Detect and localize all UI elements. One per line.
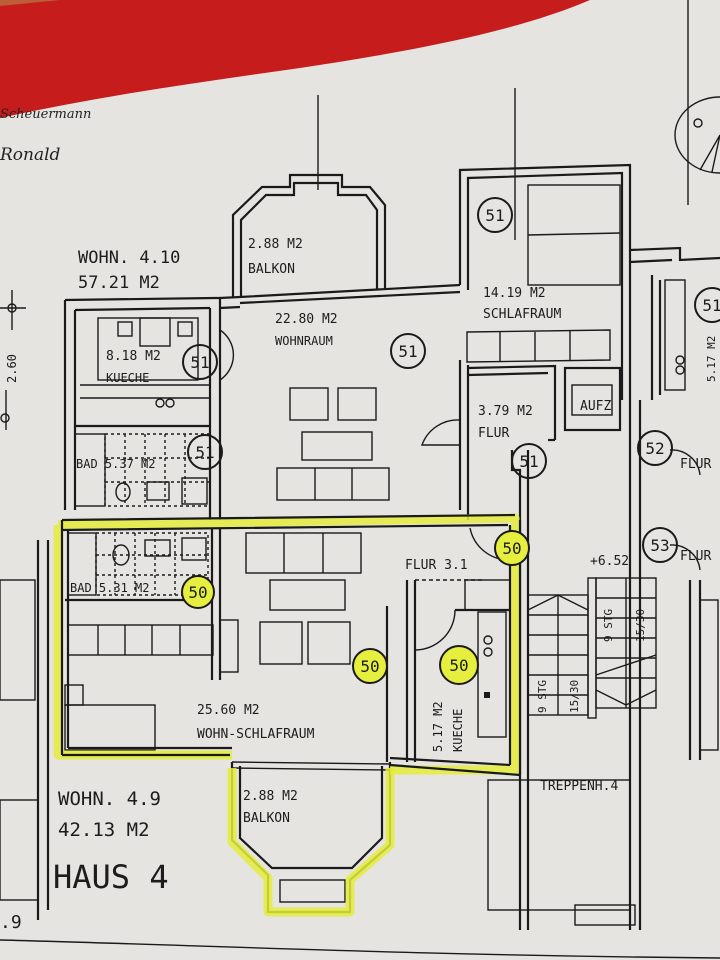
axis-marks-left: [0, 290, 26, 430]
flur-top-area: 3.79 M2: [478, 404, 533, 419]
svg-text:53: 53: [650, 536, 669, 555]
balkon-lower-area: 2.88 M2: [243, 789, 298, 804]
right-flur-1: FLUR: [680, 457, 711, 472]
marker-50: 50: [181, 575, 215, 609]
flur-lower-label: FLUR 3.1: [405, 558, 468, 573]
svg-text:52: 52: [645, 439, 664, 458]
marker-50: 50: [494, 530, 530, 566]
page-edge: [0, 939, 720, 959]
svg-text:50: 50: [502, 539, 521, 558]
aufzug-label: AUFZ: [580, 399, 611, 414]
svg-text:51: 51: [519, 452, 538, 471]
spiral-stair: [674, 96, 720, 174]
svg-text:51: 51: [195, 443, 214, 462]
level-label: +6.52: [590, 554, 629, 569]
highlight-unit-4-9: [53, 513, 522, 917]
house-label: HAUS 4: [53, 858, 169, 896]
svg-text:51: 51: [190, 353, 209, 372]
wohnraum-area: 22.80 M2: [275, 312, 338, 327]
marker-51: 51: [511, 443, 547, 479]
svg-text:51: 51: [485, 206, 504, 225]
door-markers: 51 51 51 51 51 51 52 53 50 50 50 50: [181, 197, 720, 685]
unit-4-10-area: 57.21 M2: [78, 273, 160, 293]
unit-4-9: [0, 527, 511, 920]
unit-4-9-area: 42.13 M2: [58, 819, 150, 841]
marker-51: 51: [390, 333, 426, 369]
marker-52: 52: [637, 430, 673, 466]
balkon-lower-name: BALKON: [243, 811, 290, 826]
stairs-left-steps: 9 STG: [536, 680, 549, 713]
schlafraum-area: 14.19 M2: [483, 286, 546, 301]
svg-text:50: 50: [449, 656, 468, 675]
svg-text:51: 51: [398, 342, 417, 361]
neighbor-right: [628, 246, 720, 930]
stairs-left-ratio: 15/30: [568, 680, 581, 713]
kueche-top-area: 8.18 M2: [106, 349, 161, 364]
bad-top-label: BAD 5.37 M2: [76, 457, 155, 471]
dimension-label: 2.60: [5, 354, 19, 383]
marker-51: 51: [694, 287, 720, 323]
handwritten-name-1: Scheuermann: [0, 107, 91, 122]
balkon-top-name: BALKON: [248, 262, 295, 277]
marker-53: 53: [642, 527, 678, 563]
schlafraum-name: SCHLAFRAUM: [483, 307, 561, 322]
marker-51: 51: [477, 197, 513, 233]
marker-50: 50: [439, 645, 479, 685]
wohn-schlafraum-area: 25.60 M2: [197, 703, 260, 718]
treppenhaus-label: TREPPENH.4: [540, 779, 618, 794]
marker-50: 50: [352, 648, 388, 684]
stairs-right-steps: 9 STG: [602, 609, 615, 642]
right-kueche-area: 5.17 M2: [705, 336, 718, 382]
marker-51: 51: [182, 344, 218, 380]
wohn-schlafraum-name: WOHN-SCHLAFRAUM: [197, 727, 315, 742]
unit-4-9-name: WOHN. 4.9: [58, 788, 161, 810]
bottom-dimension-label: .9: [0, 912, 22, 933]
wohnraum-name: WOHNRAUM: [275, 334, 333, 348]
handwritten-name-2: Ronald: [0, 145, 61, 165]
svg-text:50: 50: [188, 583, 207, 602]
bad-lower-label: BAD 5.31 M2: [70, 581, 149, 595]
svg-text:50: 50: [360, 657, 379, 676]
flur-top-name: FLUR: [478, 426, 509, 441]
right-flur-2: FLUR: [680, 549, 711, 564]
stairs-right-ratio: 15/30: [634, 609, 647, 642]
red-folder: [0, 0, 590, 118]
folder-edge: [0, 0, 60, 6]
staircase: [487, 577, 657, 930]
kueche-top-name: KUECHE: [106, 371, 149, 385]
balkon-top-area: 2.88 M2: [248, 237, 303, 252]
marker-51: 51: [187, 434, 223, 470]
kueche-lower-area: 5.17 M2: [431, 701, 445, 752]
kueche-lower-name: KUECHE: [451, 709, 465, 752]
svg-text:51: 51: [702, 296, 720, 315]
unit-4-10-name: WOHN. 4.10: [78, 248, 180, 268]
